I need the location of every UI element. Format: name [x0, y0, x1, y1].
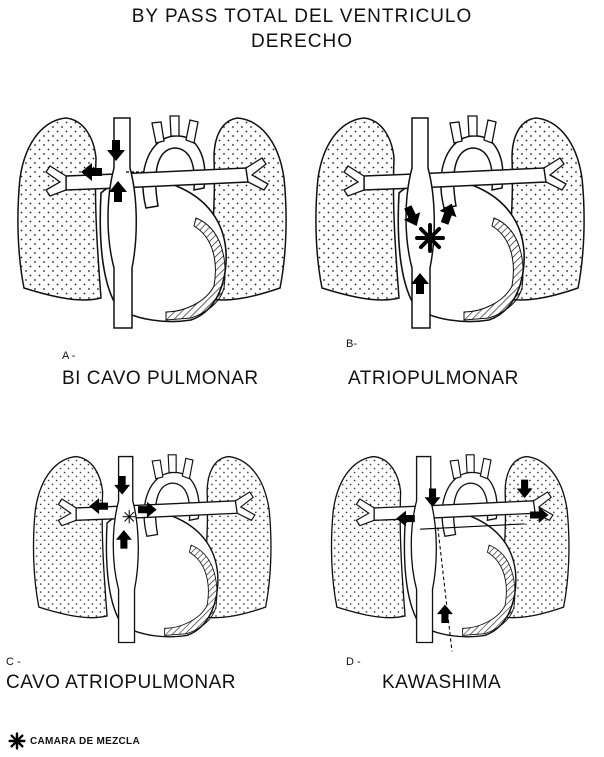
asterisk-icon [417, 225, 443, 251]
legend: CAMARA DE MEZCLA [8, 732, 140, 750]
panel-c-caption: CAVO ATRIOPULMONAR [6, 672, 236, 694]
panel-b-letter: B- [346, 338, 357, 350]
panel-d-caption: KAWASHIMA [382, 672, 501, 694]
panel-b-caption: ATRIOPULMONAR [348, 368, 519, 390]
panel-d-diagram [304, 430, 600, 662]
panel-d-letter: D - [346, 656, 361, 668]
panel-a-letter: A - [62, 350, 75, 362]
diagram-title-line2: DERECHO [0, 31, 604, 53]
diagram-title-line1: BY PASS TOTAL DEL VENTRICULO [0, 6, 604, 28]
legend-label: CAMARA DE MEZCLA [30, 736, 140, 747]
panel-c-letter: C - [6, 656, 21, 668]
asterisk-icon [8, 732, 26, 750]
panel-a-caption: BI CAVO PULMONAR [62, 368, 259, 390]
panel-a-diagram [6, 88, 302, 350]
asterisk-icon [123, 511, 135, 523]
panel-c-diagram [6, 430, 302, 662]
panel-b-diagram [304, 88, 600, 350]
